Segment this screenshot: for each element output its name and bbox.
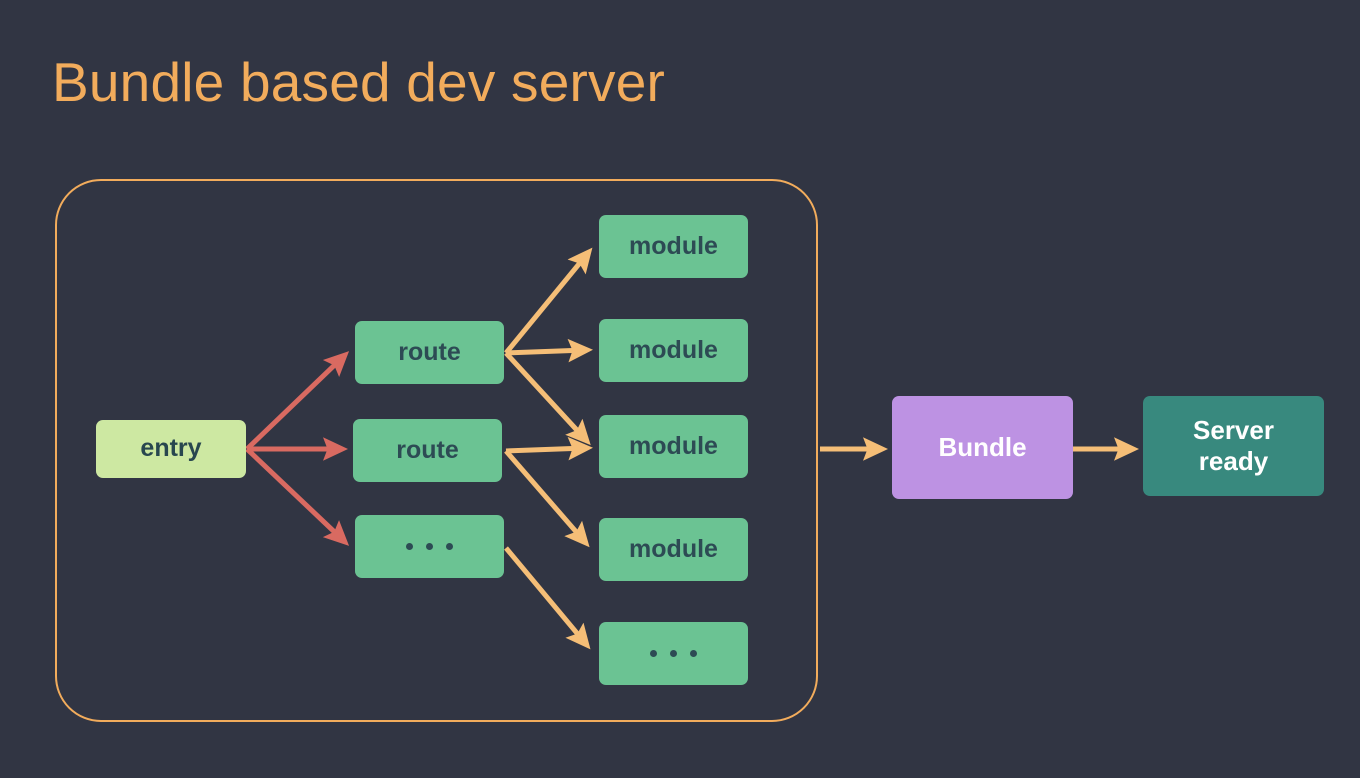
ellipsis-glyph-icon <box>650 650 697 657</box>
node-bundle-label: Bundle <box>938 432 1027 463</box>
node-route-1[interactable]: route <box>355 321 504 384</box>
ellipsis-glyph-icon <box>406 543 453 550</box>
node-module-1-label: module <box>629 231 718 260</box>
node-server-ready-label-line1: Server <box>1193 415 1274 446</box>
bundle-graph-group <box>55 179 818 722</box>
node-entry[interactable]: entry <box>96 420 246 478</box>
node-route-2-label: route <box>396 435 459 464</box>
node-module-1[interactable]: module <box>599 215 748 278</box>
node-module-2-label: module <box>629 335 718 364</box>
node-module-4-label: module <box>629 534 718 563</box>
node-route-ellipsis[interactable] <box>355 515 504 578</box>
node-bundle[interactable]: Bundle <box>892 396 1073 499</box>
node-module-ellipsis[interactable] <box>599 622 748 685</box>
node-module-3-label: module <box>629 431 718 460</box>
page-title: Bundle based dev server <box>52 51 666 113</box>
node-module-2[interactable]: module <box>599 319 748 382</box>
node-module-3[interactable]: module <box>599 415 748 478</box>
node-server-ready-label-line2: ready <box>1198 446 1269 476</box>
node-entry-label: entry <box>140 434 202 463</box>
node-module-4[interactable]: module <box>599 518 748 581</box>
node-server-ready[interactable]: Server ready <box>1143 396 1324 496</box>
node-route-2[interactable]: route <box>353 419 502 482</box>
node-route-1-label: route <box>398 337 461 366</box>
